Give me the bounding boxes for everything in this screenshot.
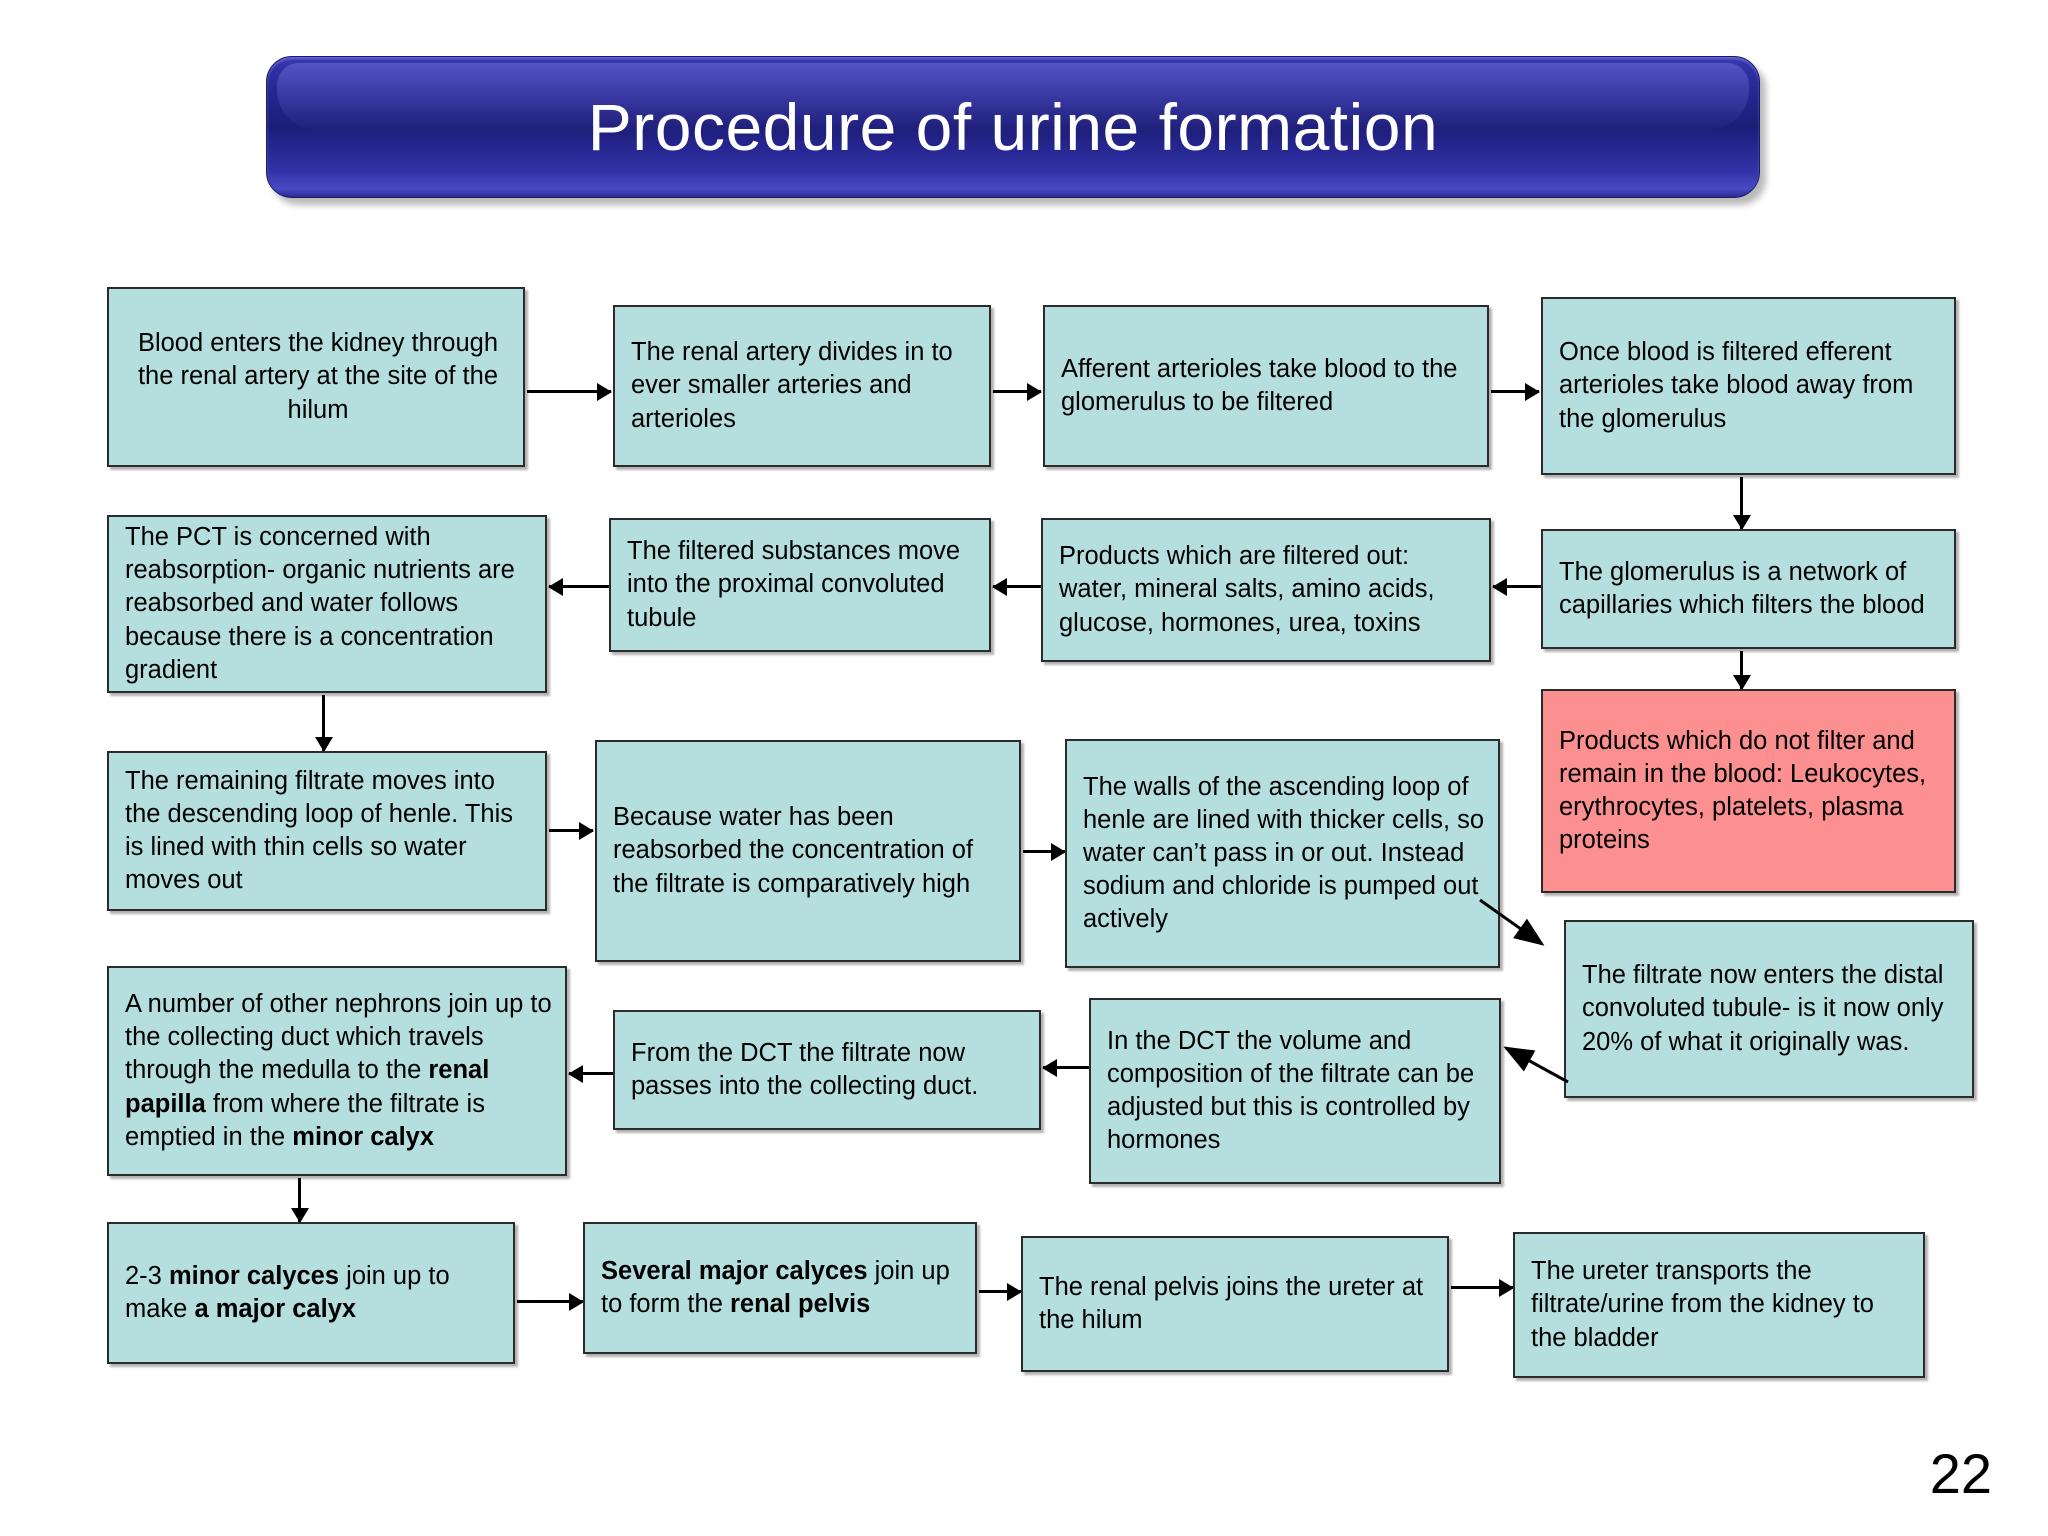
arrow-n5-to-n9 xyxy=(1740,651,1743,689)
arrow-n8-to-n10 xyxy=(322,695,325,751)
flow-node-n6: Products which are filtered out: water, … xyxy=(1041,518,1491,662)
flow-node-n17: 2-3 minor calyces join up to make a majo… xyxy=(107,1222,515,1364)
arrow-n18-to-n19 xyxy=(979,1290,1021,1293)
flow-node-n18-text: Several major calyces join up to form th… xyxy=(601,1256,950,1318)
flow-node-n15: From the DCT the filtrate now passes int… xyxy=(613,1010,1041,1130)
flow-node-n3: Afferent arterioles take blood to the gl… xyxy=(1043,305,1489,467)
flow-node-n7: The filtered substances move into the pr… xyxy=(609,518,991,652)
arrow-n12-to-n13 xyxy=(1479,898,1545,946)
flow-node-n20: The ureter transports the filtrate/urine… xyxy=(1513,1232,1925,1378)
flow-node-n18: Several major calyces join up to form th… xyxy=(583,1222,977,1354)
flow-node-n1: Blood enters the kidney through the rena… xyxy=(107,287,525,467)
flow-node-n4: Once blood is filtered efferent arteriol… xyxy=(1541,297,1956,475)
flow-node-n13: The filtrate now enters the distal convo… xyxy=(1564,920,1974,1098)
arrow-n10-to-n11 xyxy=(549,829,593,832)
arrow-n3-to-n4 xyxy=(1491,390,1539,393)
flow-node-n16: A number of other nephrons join up to th… xyxy=(107,966,567,1176)
page-title: Procedure of urine formation xyxy=(587,90,1439,164)
flow-node-n11: Because water has been reabsorbed the co… xyxy=(595,740,1021,962)
arrow-n17-to-n18 xyxy=(517,1300,583,1303)
flow-node-n5: The glomerulus is a network of capillari… xyxy=(1541,529,1956,649)
arrow-n5-to-n6 xyxy=(1493,585,1541,588)
arrow-n1-to-n2 xyxy=(527,390,611,393)
arrow-n7-to-n8 xyxy=(549,585,609,588)
arrow-n14-to-n15 xyxy=(1043,1066,1089,1069)
page-number: 22 xyxy=(1929,1442,1992,1505)
arrow-n15-to-n16 xyxy=(569,1072,613,1075)
flow-node-n8: The PCT is concerned with reabsorption- … xyxy=(107,515,547,693)
arrow-n2-to-n3 xyxy=(993,390,1041,393)
arrow-n11-to-n12 xyxy=(1023,850,1065,853)
arrow-n4-to-n5 xyxy=(1740,477,1743,529)
flow-node-n14: In the DCT the volume and composition of… xyxy=(1089,998,1501,1184)
flow-node-n16-text: A number of other nephrons join up to th… xyxy=(125,990,552,1151)
flow-node-n2: The renal artery divides in to ever smal… xyxy=(613,305,991,467)
flow-node-n19: The renal pelvis joins the ureter at the… xyxy=(1021,1236,1449,1372)
slide-title-banner: Procedure of urine formation xyxy=(266,56,1760,198)
flow-node-n10: The remaining filtrate moves into the de… xyxy=(107,751,547,911)
flow-node-n9: Products which do not filter and remain … xyxy=(1541,689,1956,893)
arrow-n6-to-n7 xyxy=(993,585,1041,588)
arrow-n19-to-n20 xyxy=(1451,1286,1513,1289)
flow-node-n17-text: 2-3 minor calyces join up to make a majo… xyxy=(125,1261,450,1323)
arrow-n13-to-n14 xyxy=(1503,1046,1569,1084)
arrow-n16-to-n17 xyxy=(298,1178,301,1222)
flow-node-n12: The walls of the ascending loop of henle… xyxy=(1065,739,1500,968)
